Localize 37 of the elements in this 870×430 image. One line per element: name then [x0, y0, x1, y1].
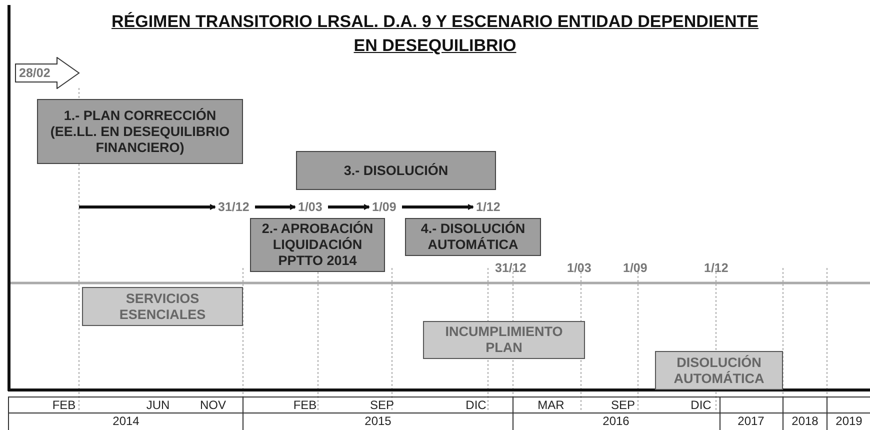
arrow: [328, 204, 370, 210]
date-label: 1/03: [567, 261, 592, 275]
month-label: SEP: [610, 397, 636, 413]
phase-box: 3.- DISOLUCIÓN: [296, 151, 496, 190]
year-label: 2018: [790, 413, 820, 429]
year-label: 2015: [364, 413, 392, 429]
year-label: 2014: [112, 413, 140, 429]
arrow: [255, 204, 296, 210]
arrow: [79, 204, 216, 210]
month-label: MAR: [536, 397, 566, 413]
phase-box: 1.- PLAN CORRECCIÓN (EE.LL. EN DESEQUILIBRIO FINANCIERO): [37, 99, 243, 164]
date-label: 1/09: [623, 261, 648, 275]
phase-box: INCUMPLIMIENTO PLAN: [423, 321, 585, 359]
phase-box: 2.- APROBACIÓN LIQUIDACIÓN PPTTO 2014: [250, 218, 385, 272]
month-label: NOV: [198, 397, 227, 413]
date-label: 1/09: [372, 200, 396, 214]
month-label: FEB: [51, 397, 77, 413]
year-label: 2017: [736, 413, 766, 429]
date-label: 1/03: [298, 200, 322, 214]
phase-box: DISOLUCIÓN AUTOMÁTICA: [655, 351, 783, 390]
month-label: JUN: [145, 397, 171, 413]
phase-box: SERVICIOS ESENCIALES: [82, 287, 243, 326]
year-label: 2016: [602, 413, 630, 429]
date-label: 31/12: [218, 200, 250, 214]
arrow: [402, 204, 474, 210]
date-label: 1/12: [704, 261, 728, 275]
date-label: 28/02: [19, 66, 50, 80]
month-label: SEP: [368, 397, 395, 413]
month-label: DIC: [464, 397, 488, 413]
date-label: 31/12: [495, 261, 526, 275]
title: RÉGIMEN TRANSITORIO LRSAL. D.A. 9 Y ESCENARIO ENTIDAD DEPENDIENTE EN DESEQUILIBRIO: [110, 11, 760, 57]
date-label: 1/12: [476, 200, 500, 214]
month-label: DIC: [690, 397, 712, 413]
block-arrow: [15, 57, 80, 89]
month-label: FEB: [292, 397, 318, 413]
year-label: 2019: [834, 413, 864, 429]
phase-box: 4.- DISOLUCIÓN AUTOMÁTICA: [405, 218, 541, 256]
